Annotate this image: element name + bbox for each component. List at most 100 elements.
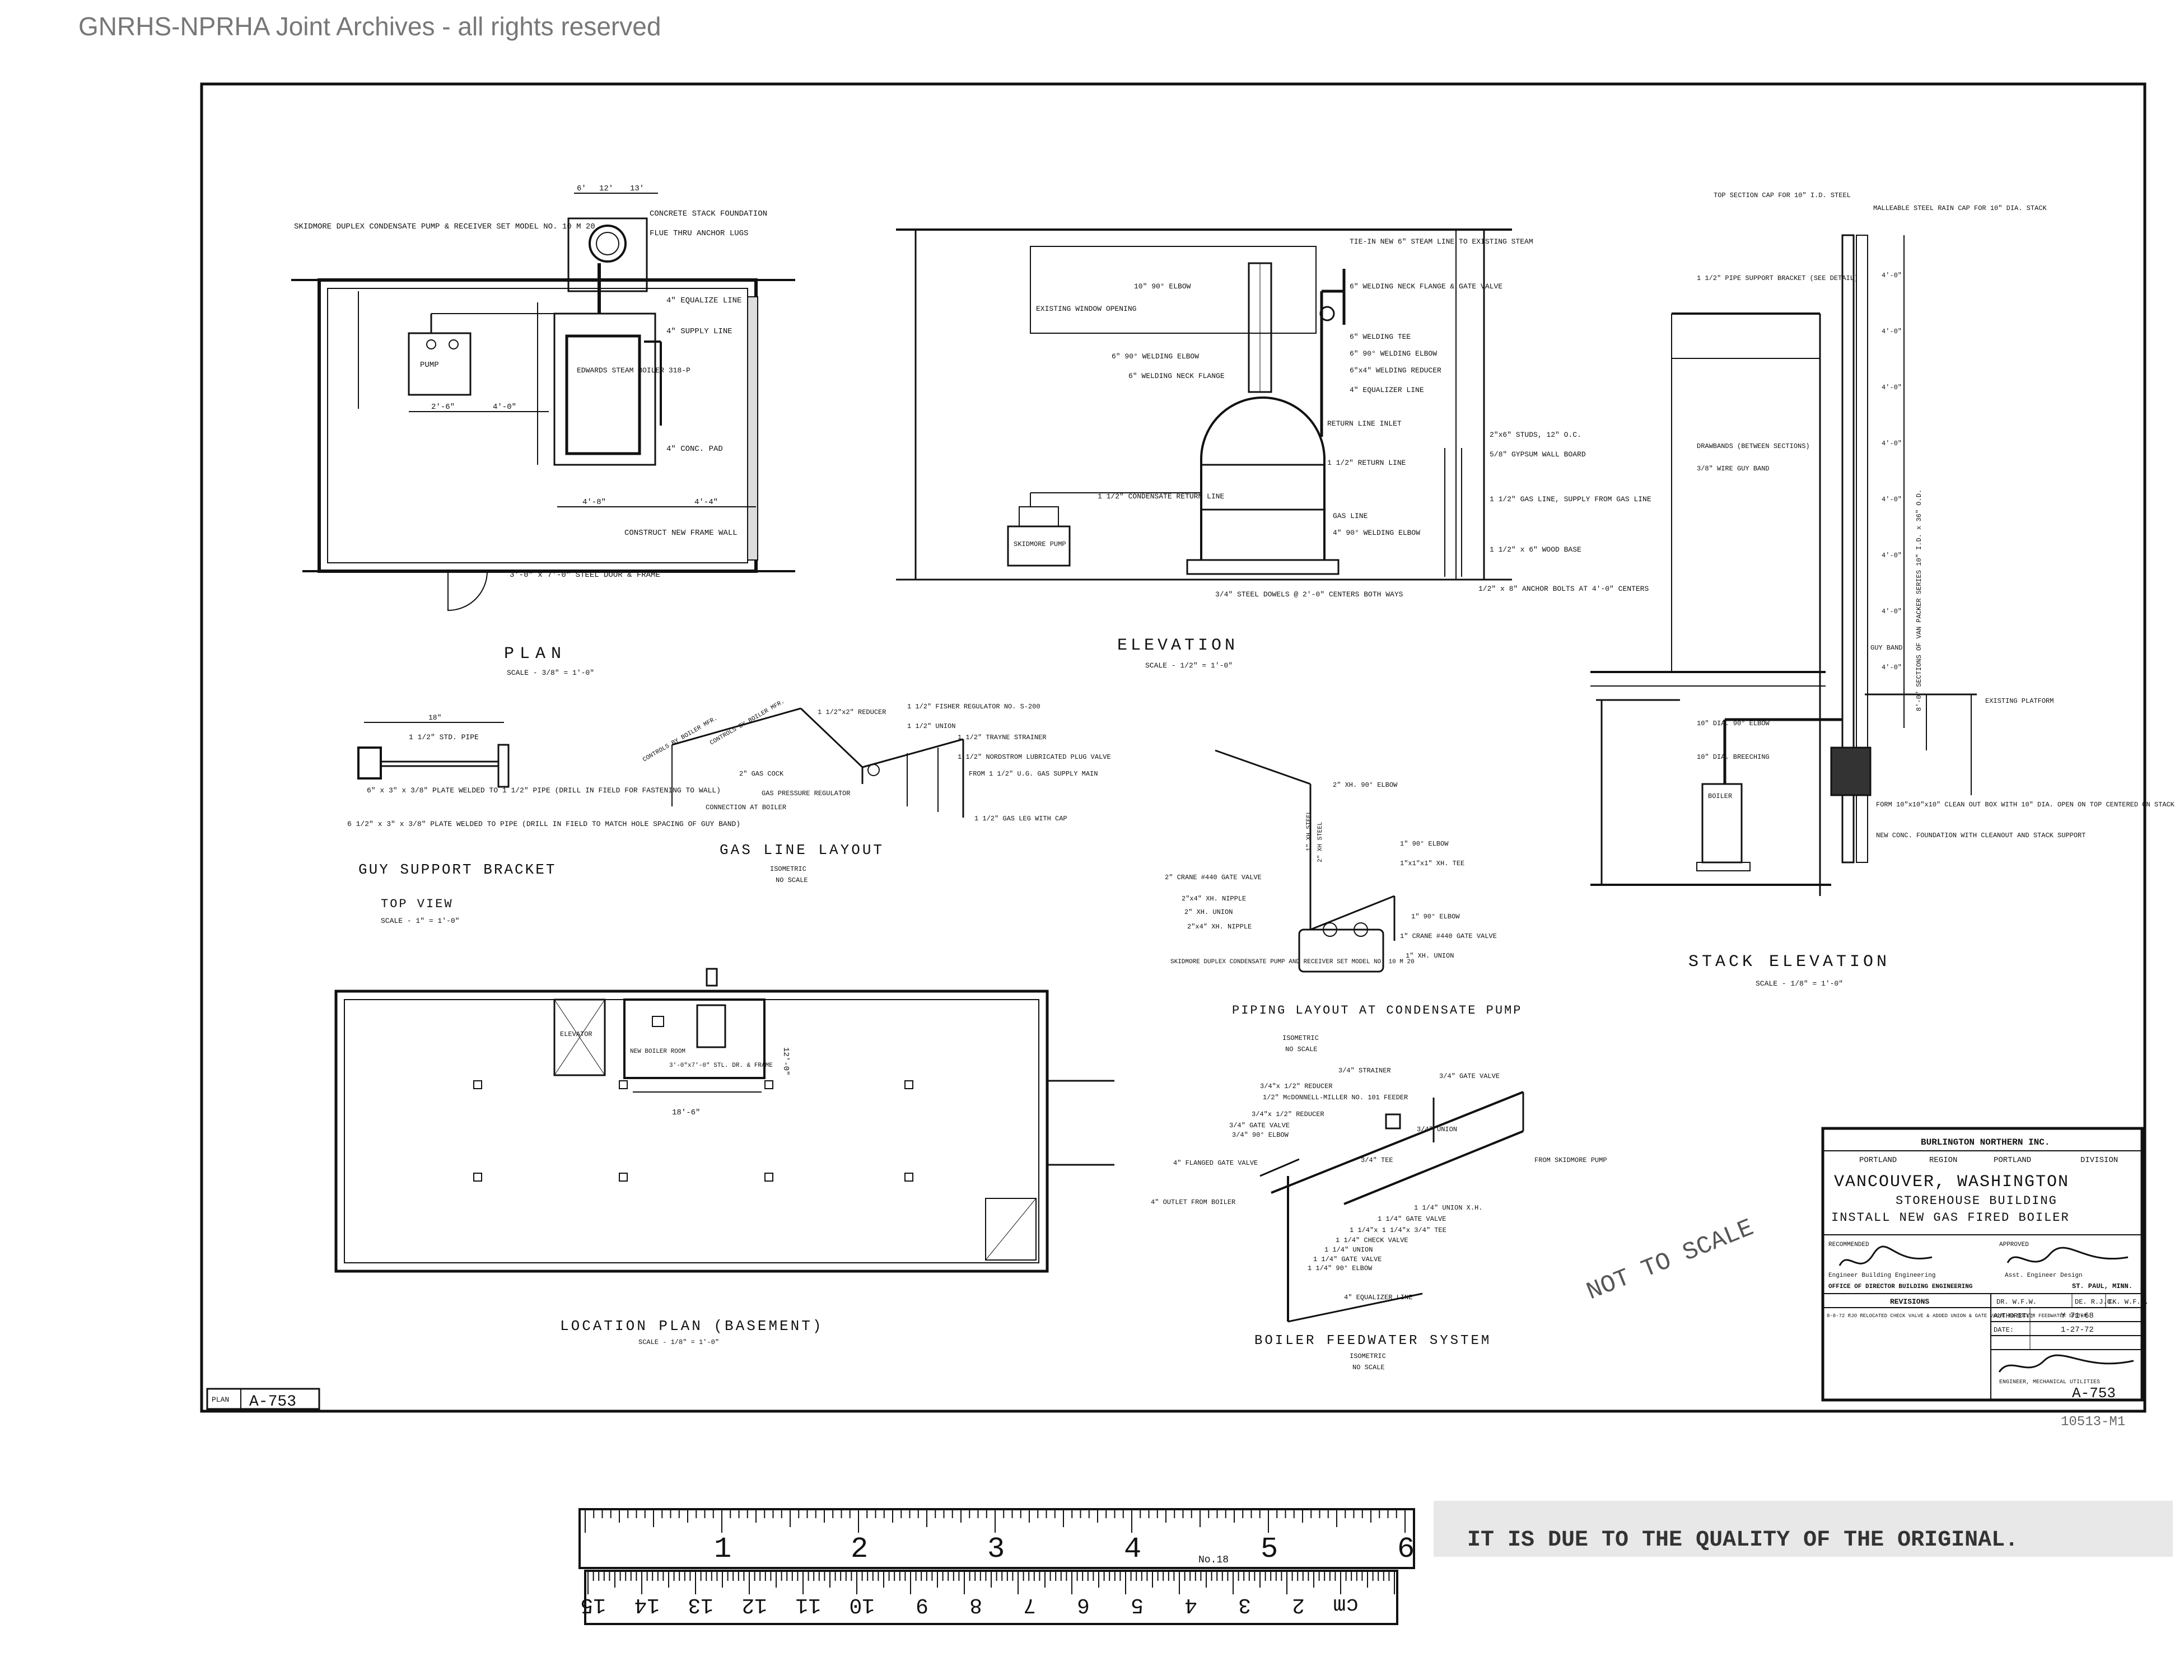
loc-dim-1: 18'-6" (672, 1108, 700, 1117)
cm-label: 4 (1184, 1593, 1197, 1617)
stack-note-1: MALLEABLE STEEL RAIN CAP FOR 10" DIA. ST… (1873, 204, 2047, 212)
pipe-note-3: 1"x1"x1" XH. TEE (1400, 860, 1464, 867)
elev-note-13: RETURN LINE INLET (1327, 419, 1402, 428)
feedwater-title: BOILER FEEDWATER SYSTEM (1254, 1333, 1491, 1348)
tb-recommended: RECOMMENDED (1828, 1242, 1869, 1248)
tb-office: OFFICE OF DIRECTOR BUILDING ENGINEERING (1828, 1284, 1973, 1290)
elev-note-19: 1 1/2" GAS LINE, SUPPLY FROM GAS LINE (1490, 495, 1651, 503)
pipe-note-1: 2" XH. 90° ELBOW (1333, 781, 1398, 789)
guy-support-view (357, 722, 510, 788)
tb-rev-text: 8-8-72 RJO RELOCATED CHECK VALVE & ADDED… (1827, 1313, 2087, 1319)
elev-note-22: 1/2" x 8" ANCHOR BOLTS AT 4'-0" CENTERS (1478, 585, 1649, 593)
cm-label: 9 (916, 1593, 928, 1617)
stack-dim-4: 4'-0" (1882, 440, 1902, 447)
guy-note-3: 6 1/2" x 3" x 3/8" PLATE WELDED TO PIPE … (347, 820, 740, 828)
gas-note-4: 1 1/2" TRAYNE STRAINER (958, 734, 1046, 741)
stack-elevation-view (1590, 234, 1977, 896)
loc-elevator: ELEVATOR (560, 1030, 592, 1038)
fw-note-10: 4" FLANGED GATE VALVE (1173, 1159, 1258, 1167)
tb-date-label: DATE: (1994, 1326, 2014, 1334)
plan-note-door: 3'-0" x 7'-0" STEEL DOOR & FRAME (510, 571, 660, 580)
plan-view (291, 193, 795, 612)
elev-note-11: 6"x4" WELDING REDUCER (1350, 366, 1441, 375)
fw-note-19: 1 1/4" 90° ELBOW (1308, 1264, 1373, 1272)
stack-note-10: BOILER (1708, 792, 1732, 800)
cm-label: 15 (580, 1593, 606, 1617)
loc-door: 3'-0"x7'-0" STL. DR. & FRAME (669, 1062, 773, 1069)
elevation-title: ELEVATION (1117, 636, 1238, 655)
inch-label: 1 (714, 1533, 731, 1566)
stack-dim-2: 4'-0" (1882, 328, 1902, 335)
stack-dim-7: 4'-0" (1882, 608, 1902, 615)
stack-elevation-scale: SCALE - 1/8" = 1'-0" (1756, 979, 1843, 988)
guy-note-2: 6" x 3" x 3/8" PLATE WELDED TO 1 1/2" PI… (367, 786, 721, 795)
feedwater-view (1259, 1091, 1524, 1323)
ruler-maker: No.18 (1198, 1555, 1229, 1566)
gas-note-6: FROM 1 1/2" U.G. GAS SUPPLY MAIN (969, 770, 1098, 778)
stack-dim-8: 4'-0" (1882, 664, 1902, 671)
cm-label: 13 (688, 1593, 713, 1617)
margin-number: 10513-M1 (2061, 1415, 2125, 1430)
tb-designed: DE. R.J.O. (2075, 1298, 2115, 1306)
fw-note-1: 3/4" STRAINER (1338, 1067, 1391, 1075)
fw-note-12: 4" OUTLET FROM BOILER (1151, 1198, 1235, 1206)
gas-note-10: CONNECTION AT BOILER (706, 804, 786, 811)
stack-dim-3: 4'-0" (1882, 384, 1902, 391)
stack-note-7: EXISTING PLATFORM (1985, 697, 2054, 705)
pipe-note-9: 1" CRANE #440 GATE VALVE (1400, 932, 1497, 940)
fw-note-16: 1 1/4" CHECK VALVE (1336, 1236, 1408, 1244)
cm-label: 6 (1077, 1593, 1090, 1617)
fw-note-2: 3/4" GATE VALVE (1439, 1072, 1500, 1080)
archive-header: GNRHS-NPRHA Joint Archives - all rights … (78, 12, 661, 41)
stack-note-9: 10" DIA. BREECHING (1697, 753, 1770, 761)
plan-number-box: PLAN A-753 (206, 1388, 320, 1411)
plan-note-boiler: EDWARDS STEAM BOILER 318-P (577, 366, 690, 375)
tb-authority-value: Y 71-68 (2061, 1312, 2094, 1320)
elev-note-3: 6" 90° WELDING ELBOW (1112, 352, 1199, 361)
fw-note-17: 1 1/4" UNION (1324, 1246, 1373, 1254)
plan-scale: SCALE - 3/8" = 1'-0" (507, 669, 594, 677)
cm-label: 3 (1238, 1593, 1251, 1617)
elev-note-6: SKIDMORE PUMP (1014, 540, 1066, 548)
location-title: LOCATION PLAN (BASEMENT) (560, 1318, 823, 1334)
fw-note-15: 1 1/4"x 1 1/4"x 3/4" TEE (1350, 1226, 1446, 1234)
pipe-note-13: 1" XH STEEL (1306, 810, 1313, 851)
plan-number-label: PLAN (212, 1396, 229, 1404)
elev-note-7: TIE-IN NEW 6" STEAM LINE TO EXISTING STE… (1350, 237, 1533, 246)
gas-note-8: 2" GAS COCK (739, 770, 784, 778)
cm-label: 14 (634, 1593, 660, 1617)
location-plan-view (334, 968, 1114, 1273)
tb-authority-label: AUTHORITY: (1994, 1312, 2034, 1320)
guy-note-1: 1 1/2" STD. PIPE (409, 733, 479, 741)
plan-title: PLAN (504, 645, 567, 664)
plan-dim-1: 2'-6" (431, 403, 455, 412)
stack-note-3: 1 1/2" PIPE SUPPORT BRACKET (SEE DETAIL) (1697, 274, 1858, 282)
pipe-note-11: SKIDMORE DUPLEX CONDENSATE PUMP AND RECE… (1170, 959, 1415, 965)
location-scale: SCALE - 1/8" = 1'-0" (638, 1338, 719, 1346)
piping-view (1215, 749, 1396, 973)
elev-note-4: 6" WELDING NECK FLANGE (1128, 372, 1225, 380)
signature-approved (2006, 1247, 2129, 1263)
pipe-note-12: 2" XH STEEL (1317, 822, 1324, 862)
guy-support-subtitle: TOP VIEW (381, 897, 454, 911)
elev-note-21: 3/4" STEEL DOWELS @ 2'-0" CENTERS BOTH W… (1215, 590, 1403, 599)
tb-sig2-role: Asst. Engineer Design (2005, 1272, 2083, 1279)
plan-note-pump: SKIDMORE DUPLEX CONDENSATE PUMP & RECEIV… (294, 222, 595, 231)
elev-note-14: 1 1/2" RETURN LINE (1327, 459, 1406, 467)
fw-note-6: 3/4" GATE VALVE (1229, 1122, 1290, 1130)
quality-notice: IT IS DUE TO THE QUALITY OF THE ORIGINAL… (1434, 1501, 2173, 1557)
elev-note-17: 2"x6" STUDS, 12" O.C. (1490, 431, 1581, 439)
fw-note-8: 3/4" UNION (1417, 1126, 1457, 1133)
feedwater-subtitle: ISOMETRIC (1350, 1352, 1386, 1360)
fw-note-3: 3/4"x 1/2" REDUCER (1260, 1082, 1333, 1090)
tb-division-label: DIVISION (2080, 1156, 2118, 1165)
tb-sig1-role: Engineer Building Engineering (1828, 1272, 1935, 1279)
pipe-note-2: 1" 90° ELBOW (1400, 840, 1449, 848)
inch-label: 2 (851, 1533, 868, 1566)
plan-note-flue: FLUE THRU ANCHOR LUGS (650, 229, 748, 238)
guy-support-labels: 18" 1 1/2" STD. PIPE 6" x 3" x 3/8" PLAT… (347, 713, 740, 925)
elevation-scale: SCALE - 1/2" = 1'-0" (1145, 661, 1233, 670)
